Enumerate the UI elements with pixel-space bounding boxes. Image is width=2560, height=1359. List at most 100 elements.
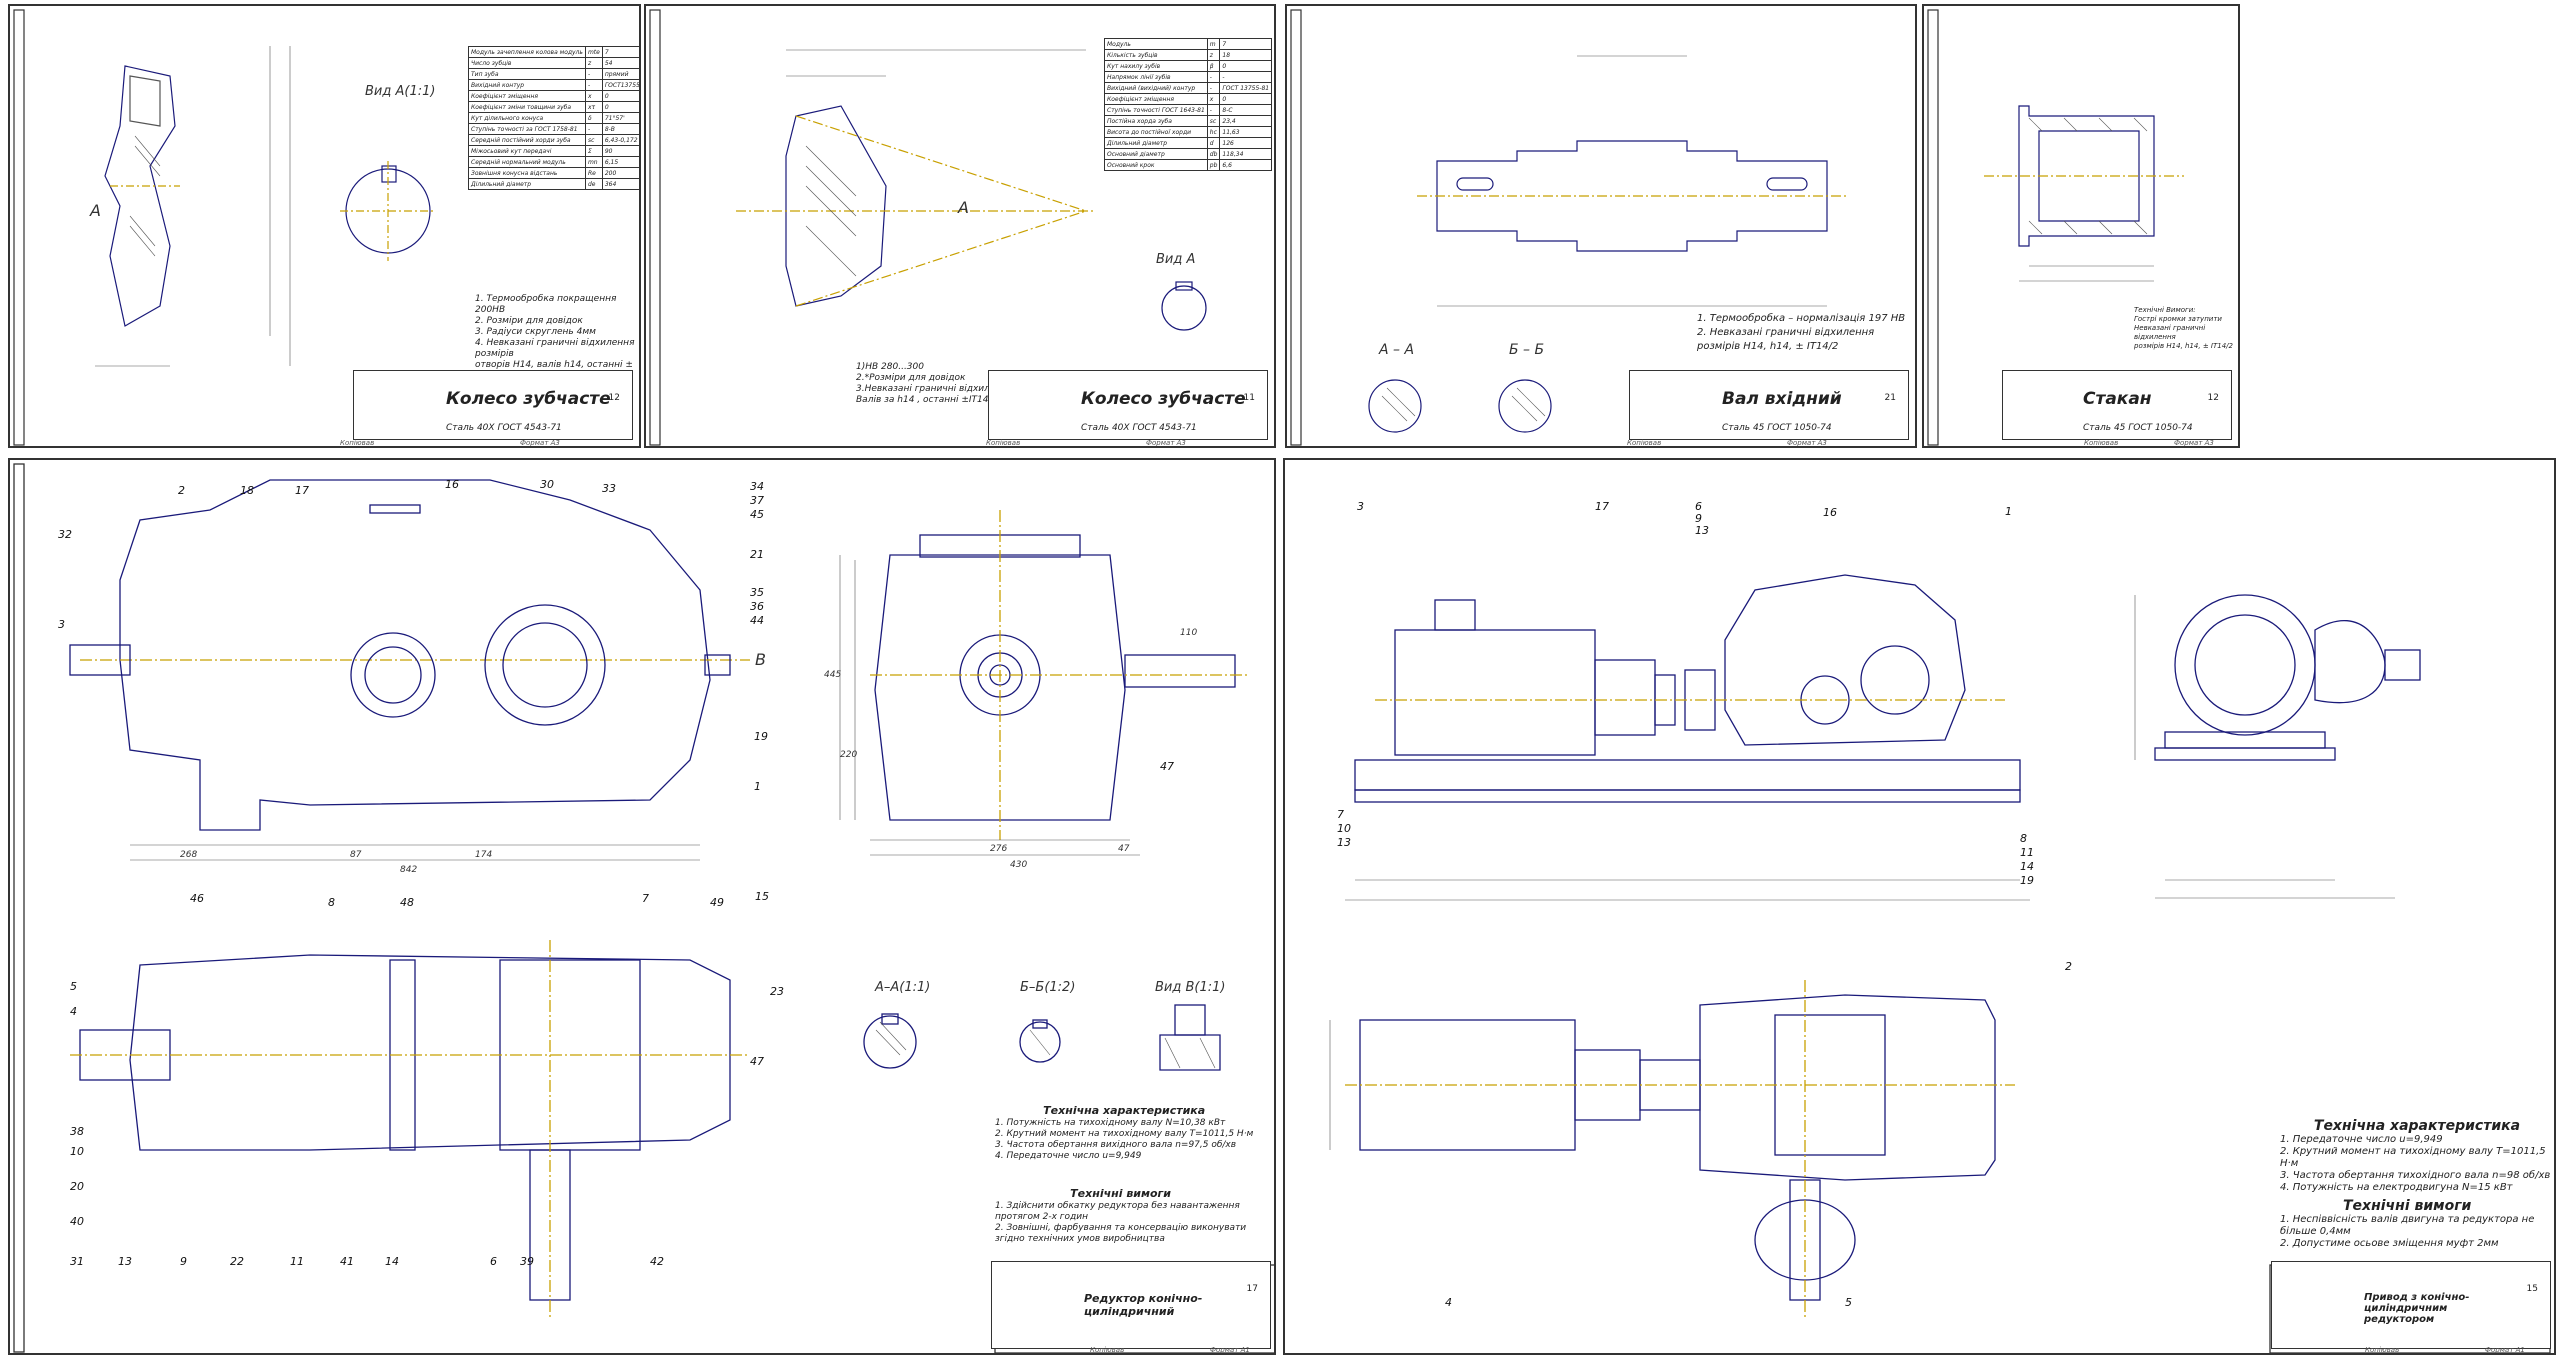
tech-requirements-gearbox: Технічні вимоги 1. Здійснити обкатку ред… [995,1188,1246,1245]
part-callout: 17 [1595,500,1609,513]
part-callout: 1 [2005,505,2012,518]
table-cell: - [1219,71,1273,83]
section-bb-label: Б – Б [1509,342,1545,358]
footer-format: Формат А3 [2174,439,2214,447]
table-cell: Напрямок лінії зубів [1104,71,1208,83]
tech-requirements-drive: Технічні вимоги 1. Неспіввісність валів … [2280,1199,2534,1250]
table-cell: 71°57' [601,112,639,124]
title-block-sheet-no: 17 [1246,1284,1258,1294]
title-block-material: Сталь 45 ГОСТ 1050-74 [2083,423,2193,433]
note-line: 4. Передаточне число u=9,949 [995,1151,1142,1161]
part-callout: 41 [340,1255,354,1268]
title-block-name: Колесо зубчасте [1081,389,1246,409]
title-block-material: Сталь 45 ГОСТ 1050-74 [1722,423,1832,433]
view-a-label-2: Вид А [1156,252,1196,267]
part-callout: 10 [1337,822,1351,835]
table-cell: Модуль зачеплення колова модуль [468,46,586,58]
title-block-sheet-no: 12 [2207,393,2219,403]
view-a-label: Вид А(1:1) [365,84,436,99]
table-cell: hc [1206,126,1221,138]
dim-430: 430 [1010,860,1028,870]
gear-wheel-2-drawing [649,9,1207,446]
table-cell: ГОСТ 13755-81 [1219,82,1273,94]
part-callout: 13 [118,1255,132,1268]
table-cell: Re [584,167,603,179]
note-line: 3.Невказані граничні відхилення розмірів [856,384,1055,394]
table-cell: x [1206,93,1221,105]
part-callout: 15 [755,890,769,903]
note-line: 2. Крутний момент на тихохідному валу T=… [995,1129,1254,1139]
part-callout: 13 [1337,836,1351,849]
table-cell: - [1206,71,1221,83]
table-cell: Вихідний контур [468,79,586,91]
part-callout: 4 [1445,1296,1452,1309]
table-cell: Ступінь точності ГОСТ 1643-81 [1104,104,1208,116]
table-cell: d [1206,137,1221,149]
note-line: Валів за h14 , останні ±IT14/8 [856,395,998,405]
table-cell: ГОСТ13755-81 [601,79,639,91]
part-callout: 44 [750,614,764,627]
title-block-name: Редуктор конічно-циліндричний [1084,1292,1203,1318]
table-cell: 126 [1219,137,1273,149]
table-cell: Ділильний діаметр [468,178,586,190]
part-callout: 37 [750,494,764,507]
footer-format: Формат А3 [1146,439,1186,447]
footer-copied: Копіював [2084,439,2119,447]
table-cell: Модуль [1104,38,1208,50]
table-cell: db [1206,148,1221,160]
title-block-name: Привод з конічно-циліндричним редуктором [2364,1292,2470,1325]
part-callout: 45 [750,508,764,521]
view-b-label: Вид В(1:1) [1155,980,1226,995]
note-line: 3. Частота обертання тихохідного вала n=… [2280,1170,2551,1181]
title-block-sheet-no: 21 [1884,393,1896,403]
footer-copied: Копіював [2365,1346,2400,1354]
table-cell: δ [584,112,603,124]
table-cell: Σ [584,145,603,157]
table-cell: Кут ділильного конуса [468,112,586,124]
part-callout: 5 [1845,1296,1852,1309]
part-callout: 36 [750,600,764,613]
part-callout: 14 [2020,860,2034,873]
part-callout: 2 [178,484,185,497]
title-block-sheet-no: 15 [2526,1284,2538,1294]
table-cell: 8-В [601,123,639,135]
sleeve-drawing [1927,9,2184,446]
part-callout: 32 [58,528,72,541]
note-line: 2. Невказані граничні відхилення розмірі… [1697,327,1875,352]
section-aa-label: А – А [1379,342,1415,358]
part-callout: 8 [328,896,335,909]
part-callout: 10 [70,1145,84,1158]
dim-842: 842 [400,865,418,875]
title-block-material: Сталь 40Х ГОСТ 4543-71 [1081,423,1197,433]
table-cell: 7 [601,46,639,58]
table-cell: 90 [601,145,639,157]
table-cell: 11,63 [1219,126,1273,138]
part-callout: 6 [490,1255,497,1268]
footer-copied: Копіював [340,439,375,447]
dim-110: 110 [1180,628,1198,638]
sheet-gear-wheel-1: Вид А(1:1) А Модуль зачеплення колова мо… [8,4,641,448]
title-block-3: Вал вхідний Сталь 45 ГОСТ 1050-74 21 [1629,370,1909,440]
table-cell: прямий [601,68,639,80]
note-line: 4. Невказані граничні відхилення розмірі… [475,338,635,359]
note-line: 3. Частота обертання вихідного вала n=97… [995,1140,1237,1150]
note-line: 4. Потужність на електродвигуна N=15 кВт [2280,1182,2513,1193]
table-cell: Тип зуба [468,68,586,80]
part-callout: 9 [180,1255,187,1268]
table-cell: 18 [1219,49,1273,61]
part-callout: 16 [445,478,459,491]
